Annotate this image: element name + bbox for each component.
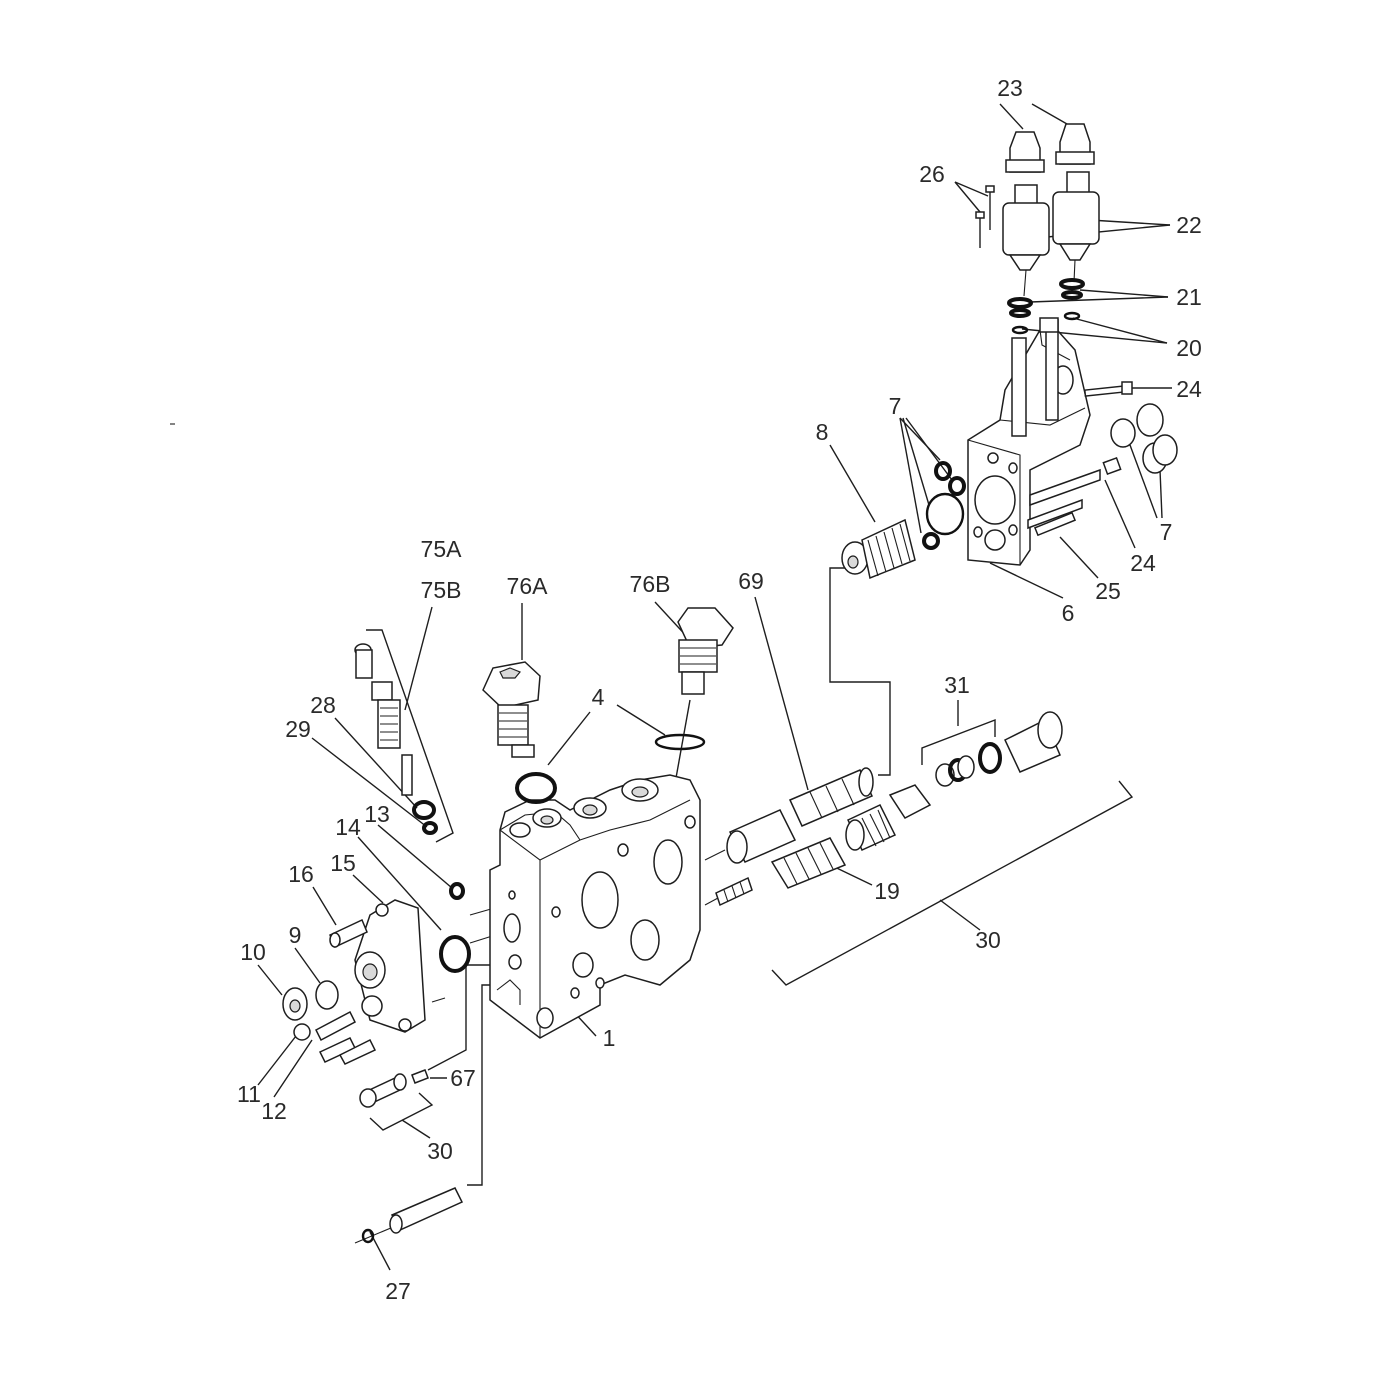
callout-8: 8 bbox=[816, 419, 829, 445]
callout-15: 15 bbox=[330, 850, 356, 876]
callout-7-right: 7 bbox=[1160, 519, 1173, 545]
plug-76a bbox=[482, 661, 557, 804]
callout-22: 22 bbox=[1176, 212, 1202, 238]
callout-9: 9 bbox=[289, 922, 302, 948]
callout-labels: 1 4 6 7 7 8 9 10 11 12 13 14 15 16 19 20… bbox=[237, 75, 1202, 1304]
callout-76b: 76B bbox=[630, 571, 671, 597]
solenoid-seals bbox=[1007, 278, 1085, 335]
solenoids bbox=[975, 123, 1100, 297]
callout-75b: 75B bbox=[421, 577, 462, 603]
callout-12: 12 bbox=[261, 1098, 287, 1124]
callout-24-lower: 24 bbox=[1130, 550, 1156, 576]
callout-31: 31 bbox=[944, 672, 970, 698]
end-cover bbox=[282, 882, 471, 1108]
callout-10: 10 bbox=[240, 939, 266, 965]
callout-14: 14 bbox=[335, 814, 361, 840]
relief-cartridge bbox=[354, 643, 438, 835]
plug-76b bbox=[654, 607, 734, 751]
spool-end-parts bbox=[935, 711, 1063, 787]
callout-76a: 76A bbox=[507, 573, 549, 599]
callout-21: 21 bbox=[1176, 284, 1202, 310]
callout-25: 25 bbox=[1095, 578, 1121, 604]
callout-28: 28 bbox=[310, 692, 336, 718]
callout-24-top: 24 bbox=[1176, 376, 1202, 402]
callout-26: 26 bbox=[919, 161, 945, 187]
callout-19: 19 bbox=[874, 878, 900, 904]
spring-assembly bbox=[841, 518, 916, 580]
callout-27: 27 bbox=[385, 1278, 411, 1304]
solenoid-housing bbox=[967, 317, 1101, 566]
callout-23: 23 bbox=[997, 75, 1023, 101]
callout-7-left: 7 bbox=[889, 393, 902, 419]
housing-fittings bbox=[922, 381, 1178, 550]
callout-6: 6 bbox=[1062, 600, 1075, 626]
callout-1: 1 bbox=[603, 1025, 616, 1051]
callout-11: 11 bbox=[237, 1081, 261, 1107]
callout-16: 16 bbox=[288, 861, 314, 887]
callout-30-right: 30 bbox=[975, 927, 1001, 953]
callout-67: 67 bbox=[450, 1065, 476, 1091]
leader-lines bbox=[257, 103, 1172, 1271]
callout-4: 4 bbox=[592, 684, 605, 710]
callout-75a: 75A bbox=[421, 536, 463, 562]
main-valve-body bbox=[489, 774, 701, 1039]
part-27-pin bbox=[361, 1187, 464, 1244]
spool-assembly bbox=[715, 767, 932, 907]
callout-20: 20 bbox=[1176, 335, 1202, 361]
callout-30-left: 30 bbox=[427, 1138, 453, 1164]
callout-29: 29 bbox=[285, 716, 311, 742]
callout-69: 69 bbox=[738, 568, 764, 594]
callout-13: 13 bbox=[364, 801, 390, 827]
